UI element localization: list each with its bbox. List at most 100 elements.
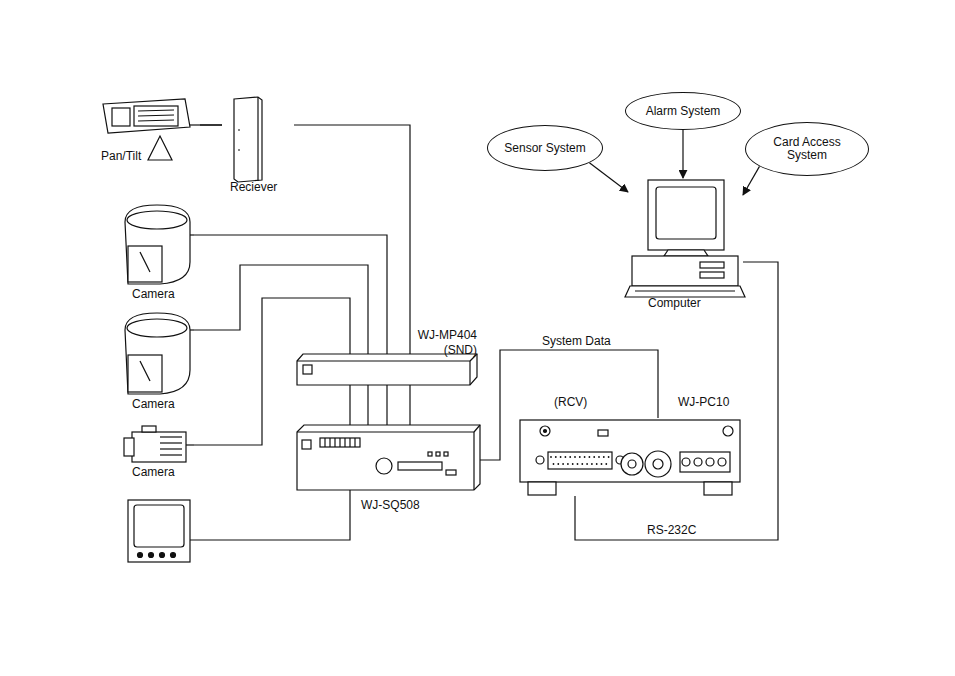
- db25-pins: [603, 456, 605, 458]
- wj-mp404-unit: [297, 354, 477, 385]
- device-label: Pan/Tilt: [101, 150, 141, 163]
- personal-computer: [625, 286, 745, 297]
- receiver-unit: [234, 97, 262, 182]
- device-label: WJ-SQ508: [361, 499, 420, 512]
- monitor-wire: [190, 490, 350, 540]
- box-camera: [142, 426, 156, 432]
- db25-pins: [565, 456, 567, 458]
- pan-tilt-camera: [148, 136, 172, 160]
- wj-pc10-unit: [680, 452, 730, 472]
- personal-computer: [664, 250, 708, 256]
- wj-sq508-unit: [344, 438, 345, 447]
- cable-line: [575, 262, 778, 540]
- wj-sq508-unit: [329, 438, 330, 447]
- db25-pins: [560, 456, 562, 458]
- device-node: Camera: [118, 308, 194, 412]
- pan-tilt-camera: [103, 99, 190, 133]
- box-camera: [160, 448, 182, 449]
- device-label: Camera: [132, 398, 175, 411]
- dome-camera: [125, 313, 194, 394]
- device-label: Camera: [132, 288, 175, 301]
- personal-computer: [648, 180, 724, 250]
- device-node: Camera: [118, 422, 194, 482]
- wj-sq508-unit: [474, 425, 480, 432]
- device-label: (SND): [444, 344, 477, 357]
- pan-tilt-camera: [138, 115, 174, 116]
- wj-pc10-unit: [706, 458, 714, 466]
- personal-computer: [656, 187, 716, 239]
- wj-mp404-unit: [297, 354, 477, 385]
- wj-sq508-unit: [349, 438, 350, 447]
- wj-sq508-unit: [354, 438, 355, 447]
- personal-computer: [625, 180, 745, 297]
- db25-pins: [550, 456, 609, 465]
- device-node: WJ-SQ508: [297, 425, 480, 517]
- db25-pins: [577, 463, 579, 465]
- receiver-unit: [234, 97, 262, 182]
- dome-camera: [125, 313, 190, 394]
- system-oval: Alarm System: [625, 92, 741, 130]
- receiver-unit: [257, 97, 258, 181]
- wj-pc10-unit: [628, 460, 636, 468]
- wj-sq508-unit: [473, 432, 474, 490]
- db25-pins: [553, 463, 555, 465]
- wj-sq508-unit: [428, 452, 432, 456]
- wj-pc10-unit: [520, 420, 740, 495]
- wj-pc10-unit: [704, 482, 732, 495]
- system-name: Sensor System: [504, 142, 585, 155]
- wj-pc10-unit: [682, 458, 690, 466]
- db25-pins: [608, 456, 610, 458]
- personal-computer: [632, 256, 738, 286]
- db25-pins: [581, 463, 583, 465]
- wj-sq508-unit: [334, 438, 335, 447]
- receiver-unit: [238, 129, 240, 130]
- db25-pins: [584, 456, 586, 458]
- wj-sq508-unit: [297, 431, 474, 432]
- device-label: WJ-PC10: [678, 396, 729, 409]
- wj-sq508-unit: [436, 452, 440, 456]
- device-node: Camera: [118, 200, 194, 304]
- wj-mp404-unit: [469, 361, 470, 385]
- wj-sq508-unit: [297, 425, 480, 490]
- box-camera: [186, 444, 194, 445]
- wj-pc10-unit: [544, 430, 547, 433]
- wj-pc10-unit: [536, 456, 544, 464]
- dome-camera: [190, 234, 194, 235]
- box-camera: [160, 436, 182, 437]
- wj-pc10-unit: [723, 426, 733, 436]
- wj-sq508-unit: [324, 438, 325, 447]
- system-name: Card Access System: [756, 136, 858, 162]
- wj-pc10-unit: [653, 459, 663, 469]
- box-camera: [124, 438, 134, 456]
- wj-pc10-unit: [598, 430, 608, 436]
- system-oval: Card Access System: [745, 122, 869, 176]
- wj-sq508-unit: [446, 470, 456, 475]
- dome-camera: [125, 205, 194, 284]
- db25-pins: [596, 463, 598, 465]
- wj-pc10-unit: [645, 451, 671, 477]
- db25-pins: [579, 456, 581, 458]
- data-arrow: [743, 166, 760, 195]
- box-camera: [160, 454, 182, 455]
- wj-mp404-unit: [297, 360, 470, 361]
- db25-pins: [572, 463, 574, 465]
- device-label: Computer: [648, 297, 701, 310]
- video-monitor: [128, 500, 190, 562]
- device-node: Computer: [628, 178, 743, 313]
- dome-camera: [125, 205, 190, 284]
- device-label: Camera: [132, 466, 175, 479]
- pan-tilt-camera: [112, 108, 130, 126]
- device-node: Pan/Tilt: [95, 92, 200, 167]
- db25-pins: [569, 456, 571, 458]
- personal-computer: [700, 272, 724, 278]
- db25-pins: [605, 463, 607, 465]
- monitor-wire: [190, 490, 350, 540]
- personal-computer: [700, 262, 724, 268]
- wj-sq508-unit: [376, 458, 392, 474]
- wj-pc10-unit: [520, 420, 740, 482]
- db25-pins: [601, 463, 603, 465]
- wj-pc10-unit: [718, 458, 726, 466]
- pan-tilt-camera: [190, 124, 222, 125]
- db25-pins: [550, 456, 552, 458]
